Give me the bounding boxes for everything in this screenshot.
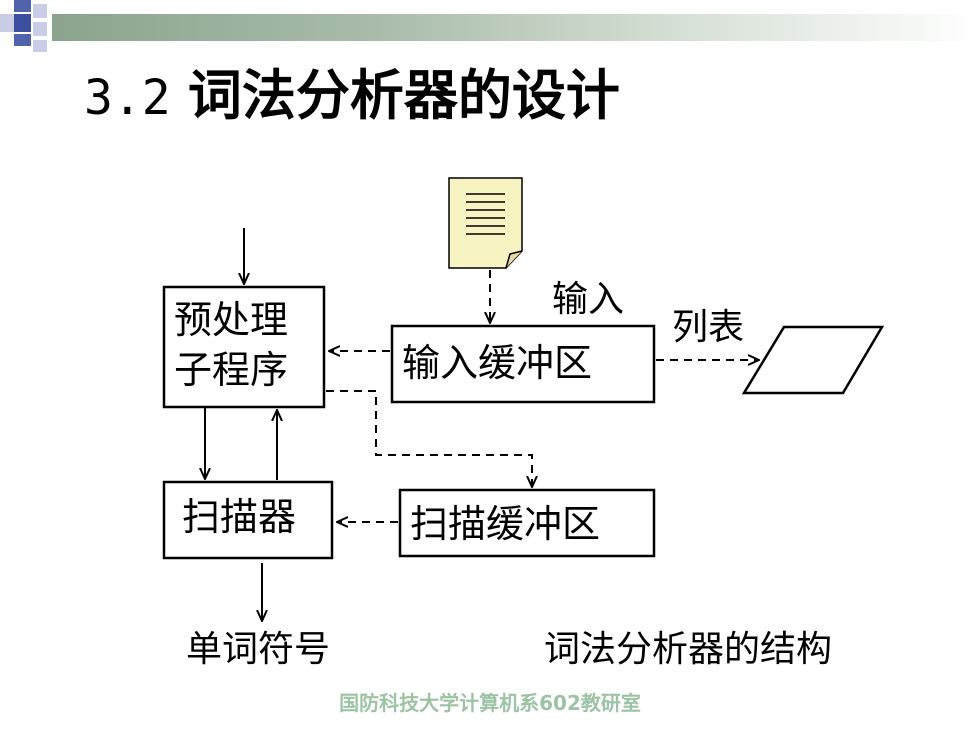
decor-square-dark-2 — [14, 14, 31, 32]
output-label: 单词符号 — [186, 629, 331, 670]
slide-title: 3.2 词法分析器的设计 — [84, 56, 620, 136]
title-text: 词法分析器的设计 — [187, 64, 620, 127]
decor-square-light-2 — [33, 4, 47, 18]
scan-buffer-box — [398, 488, 656, 558]
parallelogram-icon — [741, 325, 885, 395]
header-gradient-bar — [52, 14, 980, 41]
footer-text: 国防科技大学计算机系602教研室 — [339, 691, 641, 715]
scanner-label: 扫描器 — [182, 495, 297, 539]
document-icon — [448, 177, 523, 269]
input-label: 输入 — [552, 279, 625, 320]
input-buffer-label: 输入缓冲区 — [402, 341, 593, 385]
decor-square-dark-1 — [14, 0, 31, 12]
scanner-box — [162, 480, 334, 560]
input-buffer-box — [390, 324, 656, 404]
dashed-arrow-preprocess-to-scan-buffer — [326, 390, 532, 486]
listing-label: 列表 — [672, 307, 745, 348]
scan-buffer-label: 扫描缓冲区 — [410, 502, 601, 546]
preprocess-label-line1: 预处理 — [174, 298, 289, 342]
preprocess-label-line2: 子程序 — [174, 348, 289, 392]
decor-square-dark-3 — [14, 34, 31, 46]
decor-square-light-4 — [33, 40, 47, 52]
decor-square-light-3 — [33, 22, 47, 36]
title-number: 3.2 — [84, 70, 171, 126]
decor-square-light-1 — [0, 14, 14, 32]
preprocess-box — [162, 285, 326, 409]
diagram-caption: 词法分析器的结构 — [544, 629, 833, 670]
